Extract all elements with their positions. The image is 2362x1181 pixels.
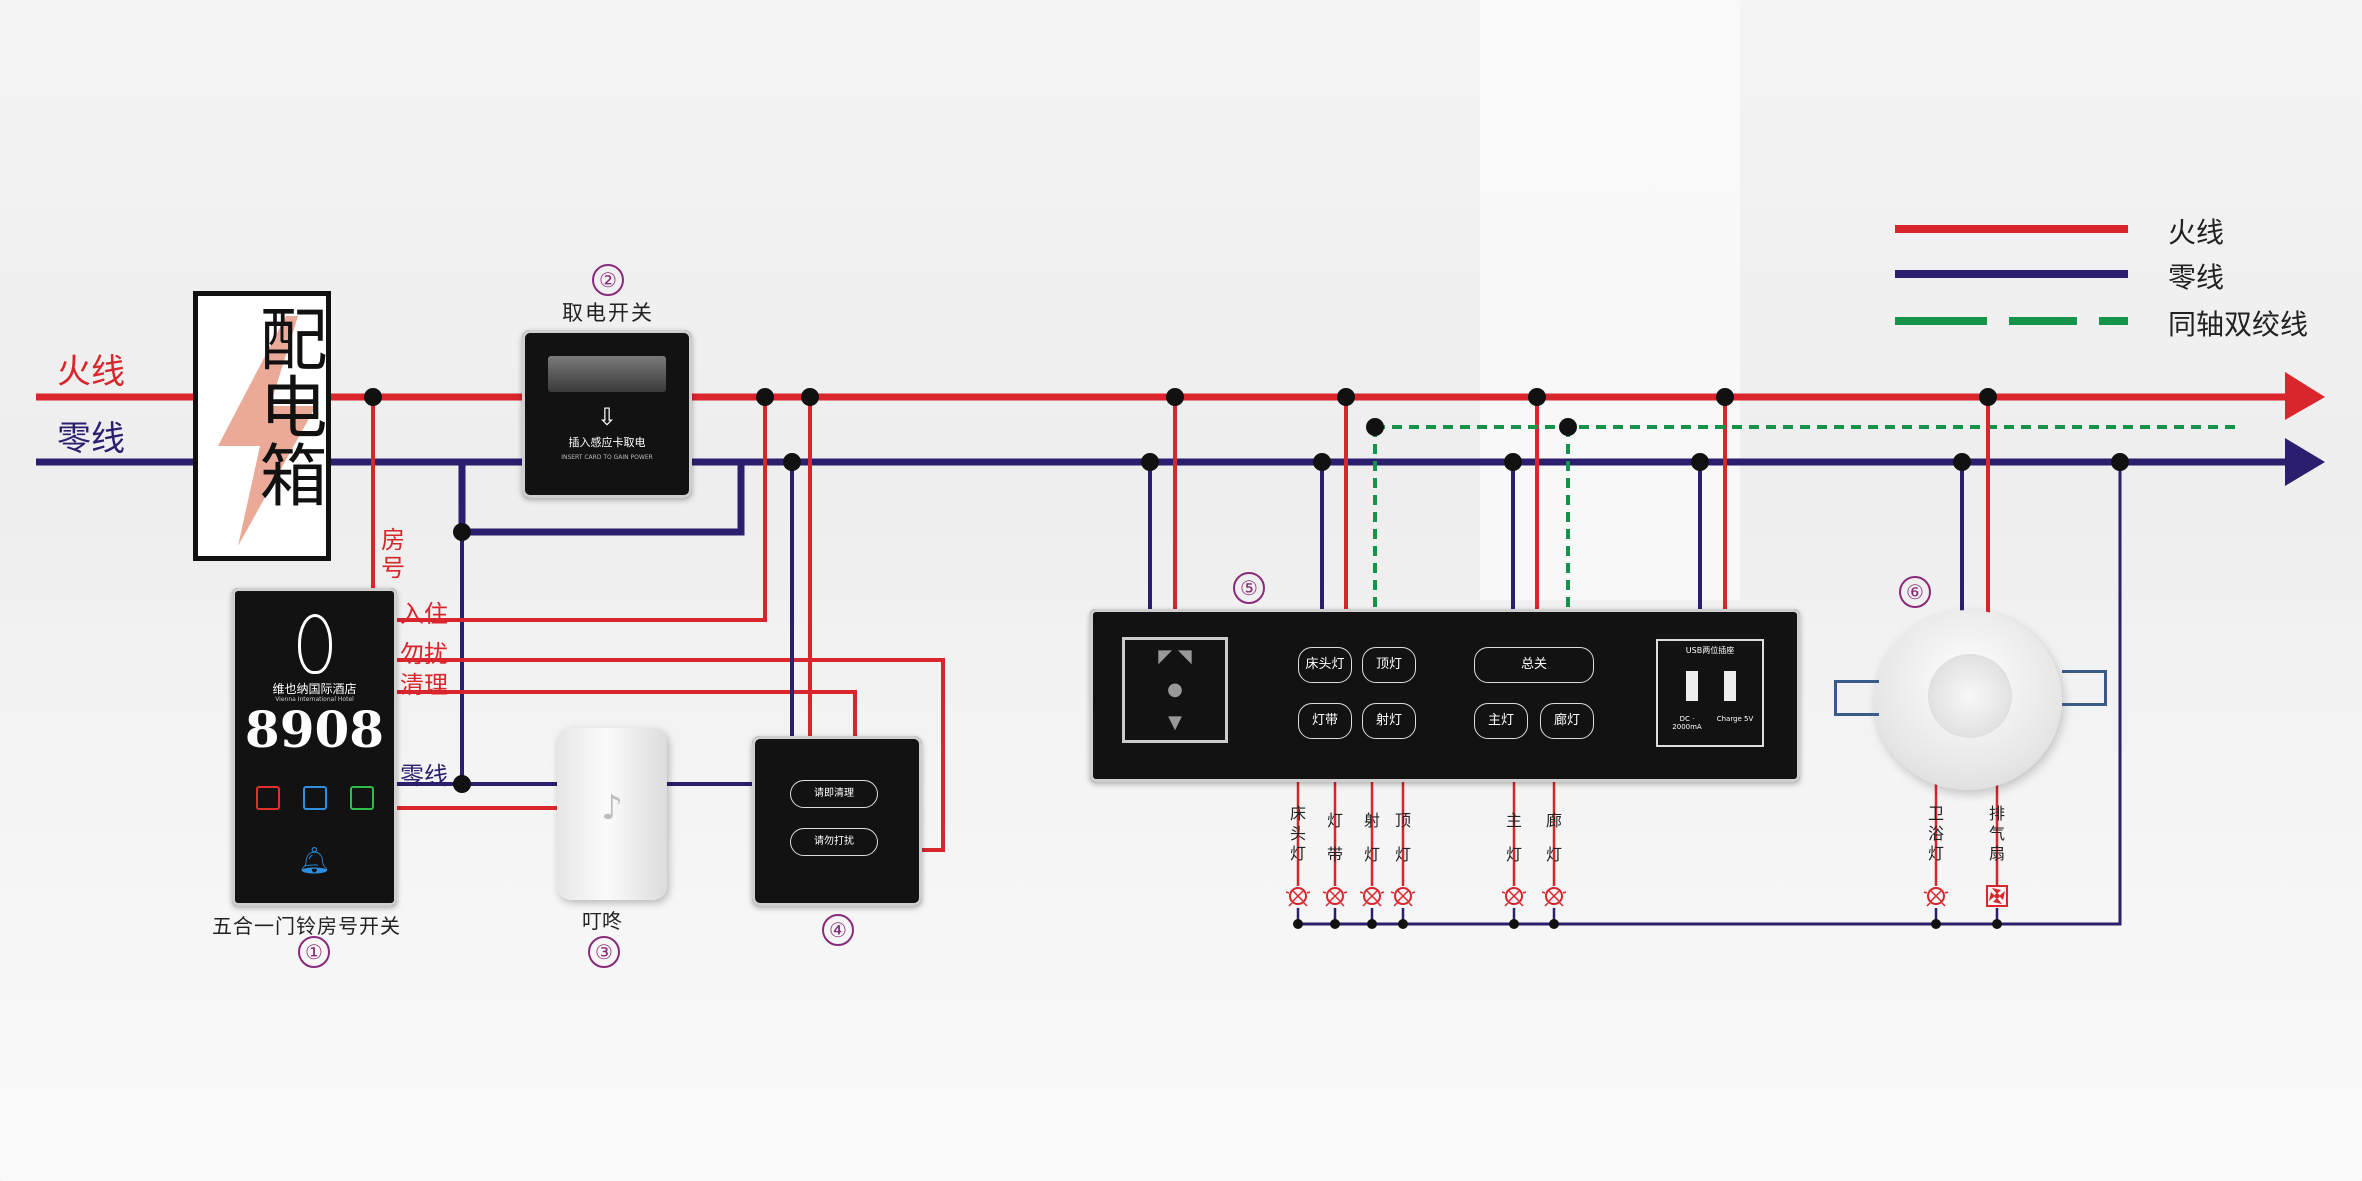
top-light-button[interactable]: 顶灯 bbox=[1362, 647, 1416, 683]
output-main-light: 主灯 bbox=[1505, 811, 1522, 864]
doorplate-number: ① bbox=[298, 936, 330, 968]
shot-light-button[interactable]: 射灯 bbox=[1362, 703, 1416, 739]
porch-lamp-button[interactable]: 廊灯 bbox=[1540, 703, 1594, 739]
lamp-belt-button[interactable]: 灯带 bbox=[1298, 703, 1352, 739]
doorbell-icon[interactable]: 🔔︎ bbox=[298, 846, 332, 876]
card-switch-text-en: INSERT CARD TO GAIN POWER bbox=[561, 454, 653, 461]
output-porch-lamp: 廊灯 bbox=[1545, 811, 1562, 864]
usb-socket[interactable]: USB两位插座 DC · 2000mA Charge 5V bbox=[1656, 639, 1764, 747]
mains-neutral-label: 零线 bbox=[57, 419, 125, 459]
dnd-indicator-icon[interactable] bbox=[256, 786, 280, 810]
checkin-indicator-icon[interactable] bbox=[350, 786, 374, 810]
fan-icon bbox=[1986, 885, 2008, 907]
card-slot[interactable] bbox=[548, 356, 666, 392]
usb-port-2[interactable] bbox=[1724, 671, 1736, 701]
service-panel-number: ④ bbox=[822, 914, 854, 946]
distribution-box-label: 配电箱 bbox=[247, 304, 326, 508]
socket-holes-icon: ◤ ◥●▼ bbox=[1158, 646, 1192, 733]
main-light-button[interactable]: 主灯 bbox=[1474, 703, 1528, 739]
total-off-button[interactable]: 总关 bbox=[1474, 647, 1594, 683]
wire-label-checkin: 入住 bbox=[400, 600, 448, 628]
doorbell-device: ♪ bbox=[557, 728, 667, 900]
do-not-disturb-button[interactable]: 请勿打扰 bbox=[790, 828, 878, 856]
room-number: 8908 bbox=[244, 700, 385, 759]
service-panel: 请即清理 请勿打扰 bbox=[752, 736, 922, 906]
junction-dots bbox=[364, 388, 2129, 793]
mains-live-arrow bbox=[2285, 372, 2325, 420]
output-lamp-belt: 灯带 bbox=[1326, 811, 1343, 864]
doorbell-bell-icon: ♪ bbox=[601, 788, 623, 828]
legend-live-label: 火线 bbox=[2168, 216, 2225, 249]
sensor-clip-left bbox=[1834, 680, 1879, 716]
hotel-name: 维也纳国际酒店 bbox=[272, 682, 357, 696]
bedside-panel: ◤ ◥●▼ 床头灯 顶灯 灯带 射灯 总关 主灯 廊灯 USB两位插座 DC ·… bbox=[1090, 609, 1800, 782]
doorbell-caption: 叮咚 bbox=[582, 909, 622, 933]
doorplate-caption: 五合一门铃房号开关 bbox=[212, 914, 401, 938]
distribution-box: 配电箱 bbox=[193, 291, 331, 561]
card-switch-number: ② bbox=[592, 264, 624, 296]
doorplate-panel: 维也纳国际酒店 Vienna International Hotel 8908 … bbox=[232, 588, 397, 906]
usb-port-1[interactable] bbox=[1686, 671, 1698, 701]
output-bed-lamp: 床头灯 bbox=[1289, 804, 1306, 863]
doorbell-number: ③ bbox=[588, 936, 620, 968]
lightning-icon bbox=[218, 316, 316, 546]
sensor-clip-right bbox=[2062, 670, 2107, 706]
motion-sensor bbox=[1874, 610, 2062, 790]
power-socket[interactable]: ◤ ◥●▼ bbox=[1122, 637, 1228, 743]
legend-neutral-label: 零线 bbox=[2168, 261, 2225, 294]
bulb-icons bbox=[1285, 887, 1949, 907]
output-bath-light: 卫浴灯 bbox=[1927, 804, 1944, 863]
output-top-light: 顶灯 bbox=[1394, 811, 1411, 864]
wire-label-room: 房号 bbox=[381, 526, 405, 582]
bedside-panel-number: ⑤ bbox=[1233, 572, 1265, 604]
mains-neutral-arrow bbox=[2285, 438, 2325, 486]
usb-dc: DC · 2000mA bbox=[1672, 715, 1702, 731]
output-exhaust-fan: 排气扇 bbox=[1988, 804, 2005, 863]
usb-charge: Charge 5V bbox=[1716, 715, 1754, 723]
bed-lamp-button[interactable]: 床头灯 bbox=[1298, 647, 1352, 683]
violin-logo-icon bbox=[298, 614, 332, 674]
hotel-name-en: Vienna International Hotel bbox=[275, 696, 354, 703]
card-switch-title: 取电开关 bbox=[562, 301, 654, 325]
card-switch-panel[interactable]: ⇩ 插入感应卡取电 INSERT CARD TO GAIN POWER bbox=[522, 330, 692, 498]
clean-now-button[interactable]: 请即清理 bbox=[790, 780, 878, 808]
output-shot-light: 射灯 bbox=[1363, 811, 1380, 864]
background-window bbox=[1480, 0, 1740, 620]
wire-label-clean: 清理 bbox=[400, 671, 448, 699]
wire-label-dnd: 勿扰 bbox=[400, 640, 448, 668]
down-arrow-icon: ⇩ bbox=[596, 403, 618, 431]
clean-indicator-icon[interactable] bbox=[303, 786, 327, 810]
sensor-number: ⑥ bbox=[1899, 576, 1931, 608]
wire-label-neutral: 零线 bbox=[400, 762, 448, 790]
mains-live-label: 火线 bbox=[57, 352, 125, 392]
sensor-lens-icon bbox=[1928, 654, 2012, 738]
card-switch-text: 插入感应卡取电 bbox=[568, 436, 646, 449]
usb-title: USB两位插座 bbox=[1685, 646, 1735, 655]
legend-coax-label: 同轴双绞线 bbox=[2168, 308, 2309, 341]
